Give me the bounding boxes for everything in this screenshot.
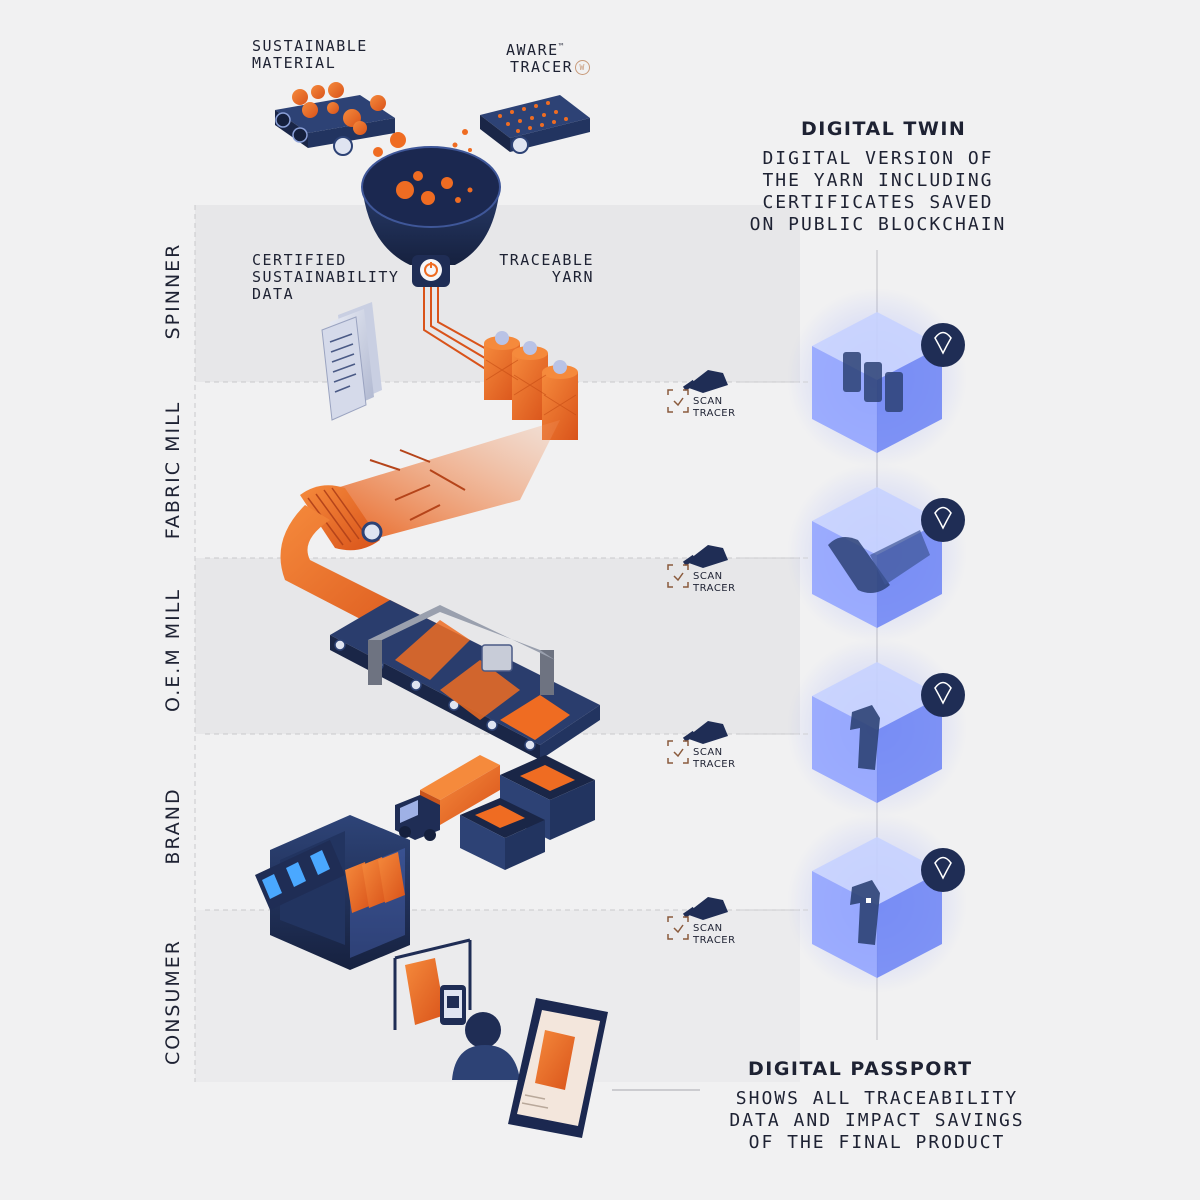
tracer-word: TRACER xyxy=(693,583,736,594)
yarn-spools xyxy=(484,331,578,440)
fabric-roll xyxy=(300,485,383,551)
scan-word: SCAN xyxy=(693,747,723,758)
material-conveyor xyxy=(275,82,395,156)
digital-twin-line2: THE YARN INCLUDING xyxy=(762,170,994,191)
cube-product xyxy=(787,813,967,993)
digital-passport-description: SHOWS ALL TRACEABILITY DATA AND IMPACT S… xyxy=(712,1088,1042,1154)
certified-data-label: CERTIFIED SUSTAINABILITY DATA xyxy=(252,252,399,303)
cube-shirt xyxy=(787,638,967,818)
digital-twin-title: DIGITAL TWIN xyxy=(801,118,967,140)
tracer-word: TRACER xyxy=(693,408,736,419)
tracer-word: TRACER xyxy=(693,935,736,946)
traceable-yarn-label: TRACEABLE YARN xyxy=(490,252,594,286)
scan-word: SCAN xyxy=(693,396,723,407)
tracer-word: TRACER xyxy=(693,759,736,770)
cube-yarn xyxy=(787,288,967,468)
cube-fabric xyxy=(787,463,967,643)
material-label: SUSTAINABLE MATERIAL xyxy=(252,38,368,72)
certified-data-line2: SUSTAINABILITY xyxy=(252,268,400,286)
material-label-line2: MATERIAL xyxy=(252,54,337,72)
digital-passport-line2: DATA AND IMPACT SAVINGS xyxy=(729,1110,1025,1131)
phone xyxy=(508,998,608,1138)
digital-twin-line3: CERTIFICATES SAVED xyxy=(762,192,994,213)
aware-logo-icon: W xyxy=(575,60,591,75)
cutting-conveyor xyxy=(330,600,600,760)
boxes xyxy=(460,755,595,870)
trademark-mark: ™ xyxy=(558,42,565,51)
scan-word: SCAN xyxy=(693,571,723,582)
digital-passport-line3: OF THE FINAL PRODUCT xyxy=(748,1132,1006,1153)
tracer-label-line2: TRACER xyxy=(510,58,574,76)
digital-twin-description: DIGITAL VERSION OF THE YARN INCLUDING CE… xyxy=(738,148,1018,236)
traceable-yarn-line2: YARN xyxy=(551,268,594,286)
tracer-label-line1: AWARE xyxy=(506,41,559,59)
digital-passport-line1: SHOWS ALL TRACEABILITY xyxy=(735,1088,1019,1109)
scan-icons xyxy=(667,370,728,940)
tracer-conveyor xyxy=(480,95,590,154)
digital-twin-line4: ON PUBLIC BLOCKCHAIN xyxy=(749,214,1007,235)
twin-cubes xyxy=(787,288,967,993)
digital-passport-title: DIGITAL PASSPORT xyxy=(748,1058,973,1080)
funnel xyxy=(361,146,501,287)
consumer-scene xyxy=(393,938,520,1080)
scan-word: SCAN xyxy=(693,923,723,934)
certified-data-line3: DATA xyxy=(252,285,295,303)
truck xyxy=(395,755,500,841)
store xyxy=(255,815,410,970)
traceable-yarn-line1: TRACEABLE xyxy=(499,251,594,269)
material-label-line1: SUSTAINABLE xyxy=(252,37,368,55)
certified-data-line1: CERTIFIED xyxy=(252,251,347,269)
digital-twin-line1: DIGITAL VERSION OF xyxy=(762,148,994,169)
fabric-ribbon xyxy=(330,420,560,540)
certificate-documents xyxy=(321,302,382,421)
